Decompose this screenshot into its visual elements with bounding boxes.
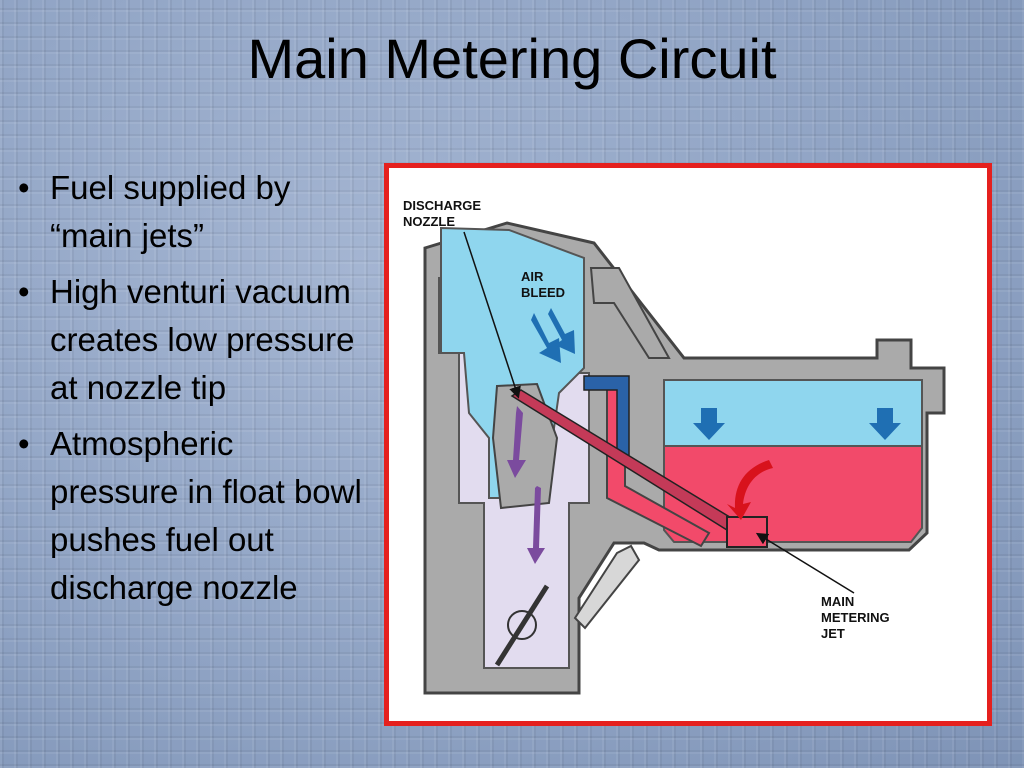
main-metering-jet <box>726 516 768 548</box>
label-air-bleed: AIR BLEED <box>521 269 565 300</box>
leader-main-metering-jet <box>755 532 855 594</box>
bullet-dot-icon: • <box>18 425 30 462</box>
bullet-item: • High venturi vacuum creates low pressu… <box>14 268 364 412</box>
bullet-text: Fuel supplied by “main jets” <box>50 169 291 254</box>
carburetor-diagram: DISCHARGE NOZZLE AIR BLEED MAIN METERING… <box>403 198 946 695</box>
bullet-text: Atmospheric pressure in float bowl pushe… <box>50 425 362 606</box>
throttle-shaft <box>507 610 537 640</box>
fuel-flow-arrow <box>727 460 773 520</box>
bullet-list: • Fuel supplied by “main jets” • High ve… <box>14 164 364 620</box>
throttle-plate <box>494 584 550 667</box>
bullet-dot-icon: • <box>18 273 30 310</box>
label-main-metering-jet: MAIN METERING JET <box>821 594 893 641</box>
booster-venturi <box>491 382 559 510</box>
label-discharge-nozzle: DISCHARGE NOZZLE <box>403 198 485 229</box>
carburetor-diagram-frame: DISCHARGE NOZZLE AIR BLEED MAIN METERING… <box>384 163 992 726</box>
slide-title: Main Metering Circuit <box>247 27 777 90</box>
bullet-text: High venturi vacuum creates low pressure… <box>50 273 355 406</box>
bowl-pressure-arrows <box>693 408 901 440</box>
idle-mixture-screw <box>573 544 641 630</box>
bullet-dot-icon: • <box>18 169 30 206</box>
air-bleed-arrows <box>531 308 575 363</box>
float-bowl-fuel <box>663 445 923 543</box>
bullet-item: • Fuel supplied by “main jets” <box>14 164 364 260</box>
bullet-item: • Atmospheric pressure in float bowl pus… <box>14 420 364 612</box>
leader-discharge-nozzle <box>463 231 521 399</box>
discharge-arrows <box>507 406 545 564</box>
partition-wall <box>589 267 671 359</box>
